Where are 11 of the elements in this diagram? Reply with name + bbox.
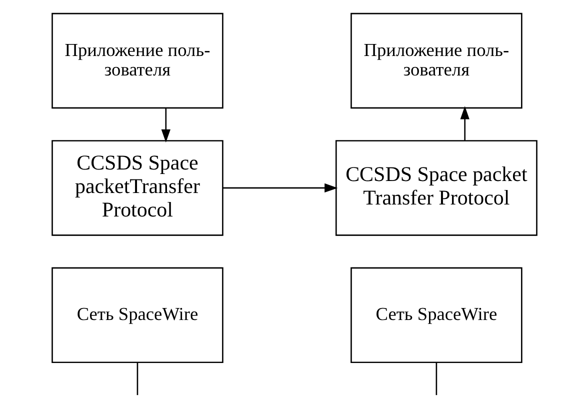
node-box: Приложение поль- зователя — [51, 12, 223, 109]
node-box: CCSDS Space packetTransfer Protocol — [51, 140, 223, 236]
node-box: Сеть SpaceWire — [51, 267, 223, 363]
arrow — [460, 106, 469, 141]
node-box: Сеть SpaceWire — [350, 267, 522, 363]
arrow — [160, 108, 170, 143]
node-box: Приложение поль- зователя — [350, 12, 522, 109]
arrow — [222, 183, 338, 193]
connector — [435, 362, 437, 396]
node-box: CCSDS Space packet Transfer Protocol — [334, 140, 537, 236]
connector — [136, 362, 138, 396]
